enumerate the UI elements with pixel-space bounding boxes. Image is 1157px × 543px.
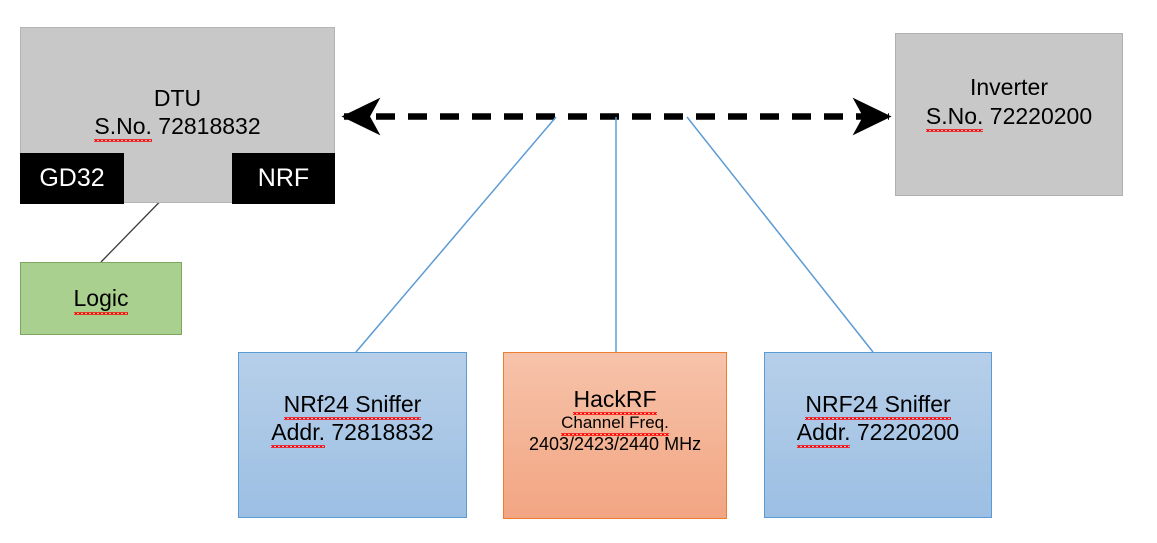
hackrf-channel-freq-label: Channel Freq. xyxy=(561,413,669,436)
sniffer-right-addr-value: 72220200 xyxy=(856,419,960,445)
sniffer-left-node[interactable]: NRf24 Sniffer Addr. 72818832 xyxy=(238,352,467,518)
sniffer-left-title: NRf24 Sniffer xyxy=(283,390,422,421)
logic-label: Logic xyxy=(73,285,129,315)
nrf-label: NRF xyxy=(257,164,310,192)
rf-tap-left-line xyxy=(355,116,557,353)
sniffer-left-address: Addr. 72818832 xyxy=(271,418,434,449)
sniffer-left-addr-prefix: Addr. xyxy=(271,419,325,449)
sniffer-right-addr-prefix: Addr. xyxy=(796,419,851,449)
dtu-serial-prefix: S.No. xyxy=(94,113,152,143)
inverter-serial-value: 72220200 xyxy=(989,102,1093,129)
hackrf-title: HackRF xyxy=(573,386,657,416)
rf-tap-right-line xyxy=(686,116,874,353)
hackrf-node[interactable]: HackRF Channel Freq. 2403/2423/2440 MHz xyxy=(503,352,727,519)
sniffer-right-address: Addr. 72220200 xyxy=(796,418,960,449)
sniffer-right-title: NRF24 Sniffer xyxy=(805,390,951,421)
dtu-title: DTU xyxy=(153,85,202,111)
inverter-title: Inverter xyxy=(970,74,1048,101)
sniffer-right-node[interactable]: NRF24 Sniffer Addr. 72220200 xyxy=(764,352,992,518)
inverter-serial: S.No. 72220200 xyxy=(925,102,1093,132)
nrf-chip[interactable]: NRF xyxy=(232,153,335,204)
gd32-label: GD32 xyxy=(39,164,105,192)
dtu-serial-value: 72818832 xyxy=(158,113,261,140)
gd32-chip[interactable]: GD32 xyxy=(20,153,124,204)
inverter-node[interactable]: Inverter S.No. 72220200 xyxy=(895,33,1123,196)
sniffer-left-addr-value: 72818832 xyxy=(331,419,434,445)
inverter-serial-prefix: S.No. xyxy=(925,102,984,132)
hackrf-channel-freq-value: 2403/2423/2440 MHz xyxy=(528,433,702,454)
logic-analyzer-node[interactable]: Logic xyxy=(20,262,182,335)
dtu-serial: S.No. 72818832 xyxy=(94,112,261,143)
